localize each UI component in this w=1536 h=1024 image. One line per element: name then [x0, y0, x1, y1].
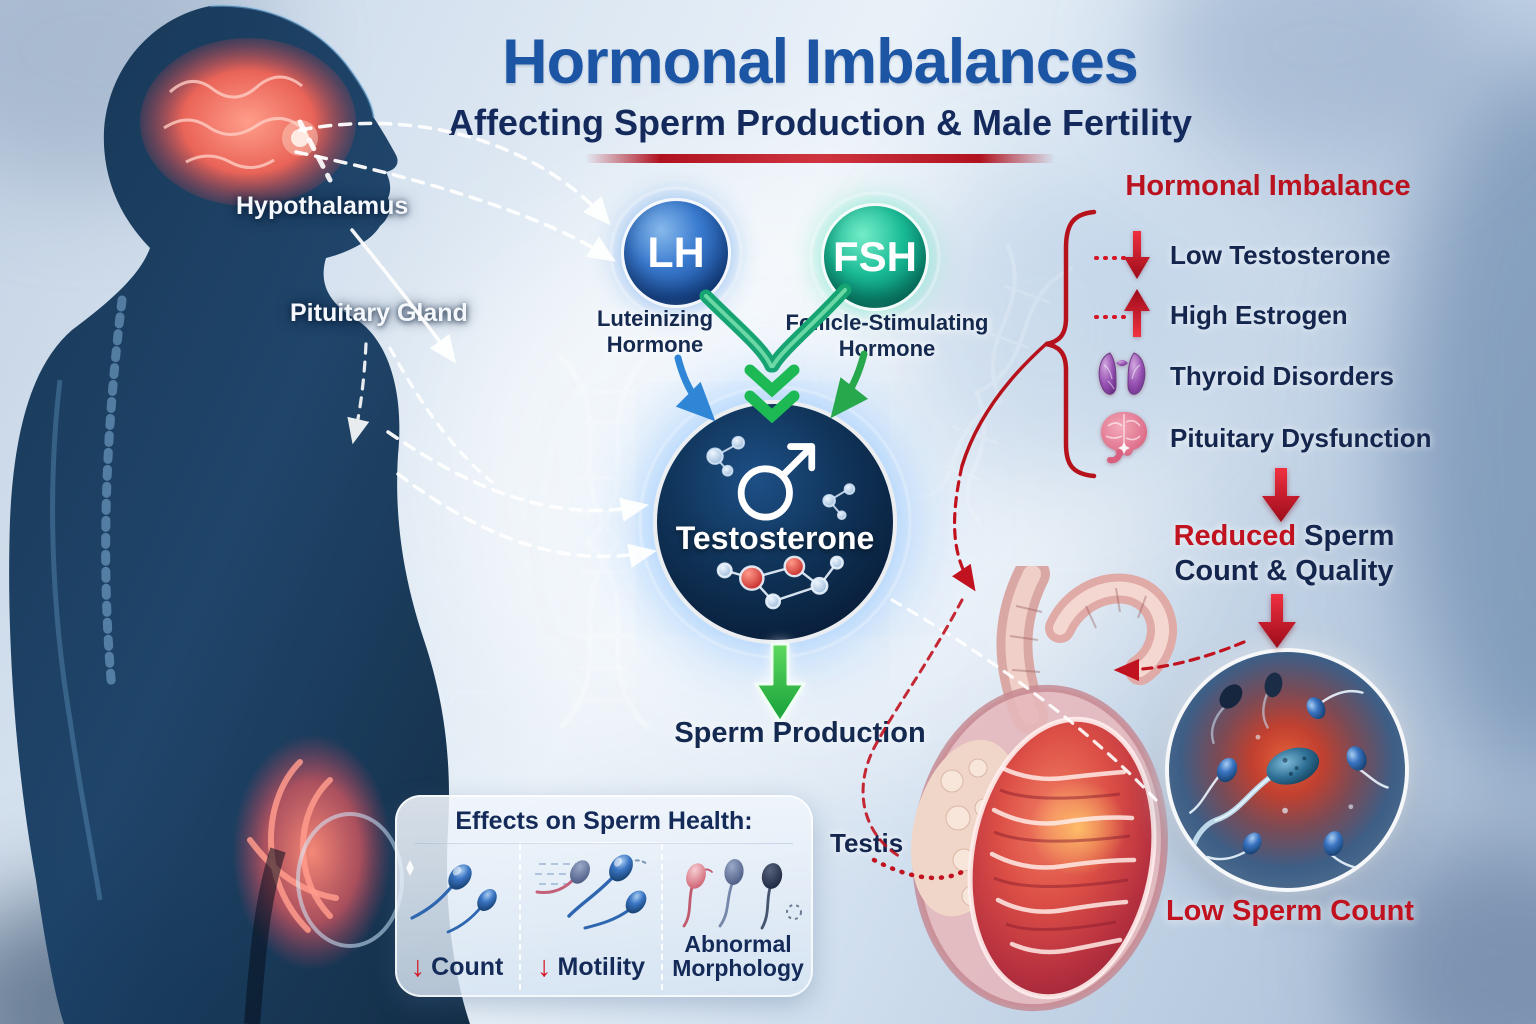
sperm-production-arrow	[754, 642, 806, 724]
effect-morphology-column: Abnormal Morphology	[661, 844, 813, 990]
effect-count-column: ↓ Count	[395, 844, 519, 990]
testis-illustration	[911, 566, 1177, 1012]
red-up-arrow-icon	[1124, 289, 1150, 337]
pituitary-gland-label: Pituitary Gland	[290, 299, 468, 327]
effect-morphology-text: Abnormal Morphology	[672, 930, 804, 981]
title-underline	[585, 154, 1055, 163]
lh-name-label: Luteinizing Hormone	[596, 306, 714, 357]
lh-abbr: LH	[647, 228, 705, 277]
lh-sphere: LH	[621, 198, 731, 308]
effects-heading: Effects on Sperm Health:	[455, 807, 753, 835]
effect-count-label: ↓ Count	[410, 950, 504, 983]
imbalance-item-low-testosterone: Low Testosterone	[1170, 240, 1391, 270]
red-flow-arrow-1	[1262, 468, 1300, 522]
imbalance-item-pituitary-dysfunction: Pituitary Dysfunction	[1170, 423, 1432, 453]
brain-illustration	[140, 38, 356, 206]
reduced-highlight: Reduced	[1173, 520, 1297, 552]
down-arrow-icon: ↓	[537, 950, 552, 983]
fsh-sphere: FSH	[821, 203, 929, 311]
molecule-cluster-top	[706, 435, 746, 477]
page-subtitle: Affecting Sperm Production & Male Fertil…	[447, 102, 1193, 143]
imbalance-heading: Hormonal Imbalance	[1125, 170, 1411, 202]
background-blob	[1398, 60, 1536, 780]
red-flow-arrow-2	[1258, 594, 1296, 648]
red-down-arrow-icon	[1124, 231, 1150, 279]
effect-morphology-label: Abnormal Morphology	[663, 932, 813, 980]
testosterone-label: Testosterone	[675, 520, 875, 556]
molecule-cluster-right	[822, 483, 856, 521]
fsh-abbr: FSH	[833, 233, 917, 280]
abnormal-sperm-illustration	[682, 859, 802, 930]
page-title: Hormonal Imbalances	[502, 27, 1139, 97]
testosterone-sphere-art	[706, 435, 856, 610]
sperm-count-illustration	[406, 860, 497, 934]
effect-count-text: Count	[431, 952, 504, 981]
effect-motility-label: ↓ Motility	[537, 950, 646, 983]
down-arrow-icon: ↓	[410, 950, 426, 983]
pituitary-brain-icon	[1101, 412, 1147, 464]
imbalance-item-thyroid-disorders: Thyroid Disorders	[1170, 361, 1394, 391]
low-sperm-count-inset	[1165, 648, 1409, 892]
imbalance-item-high-estrogen: High Estrogen	[1170, 300, 1348, 330]
title-block: Hormonal Imbalances Affecting Sperm Prod…	[380, 26, 1260, 163]
sparkle-icon	[406, 860, 414, 876]
sperm-motility-illustration	[535, 854, 648, 930]
hypothalamus-label: Hypothalamus	[236, 192, 409, 220]
inset-sperm-art	[1189, 672, 1389, 870]
fsh-name-label: Follicle-Stimulating Hormone	[785, 310, 989, 361]
reduced-sperm-label: Reduced Sperm Count & Quality	[1148, 519, 1420, 589]
leg-divider	[244, 847, 286, 1024]
reduced-rest: Sperm Count & Quality	[1174, 520, 1395, 587]
effects-divider	[415, 842, 793, 844]
thyroid-gland-icon	[1098, 352, 1146, 395]
spine-highlight	[101, 295, 127, 695]
effects-panel: Effects on Sperm Health: ↓ Count	[395, 795, 813, 997]
human-body-silhouette	[9, 4, 470, 1024]
testis-label: Testis	[830, 828, 904, 858]
male-symbol-icon	[737, 443, 816, 521]
effect-motility-text: Motility	[557, 952, 646, 981]
molecule-cluster-bottom	[716, 555, 844, 610]
testosterone-sphere: Testosterone	[653, 400, 897, 644]
effect-motility-column: ↓ Motility	[519, 844, 661, 990]
low-sperm-count-label: Low Sperm Count	[1165, 895, 1415, 927]
arm-highlight	[50, 379, 103, 901]
